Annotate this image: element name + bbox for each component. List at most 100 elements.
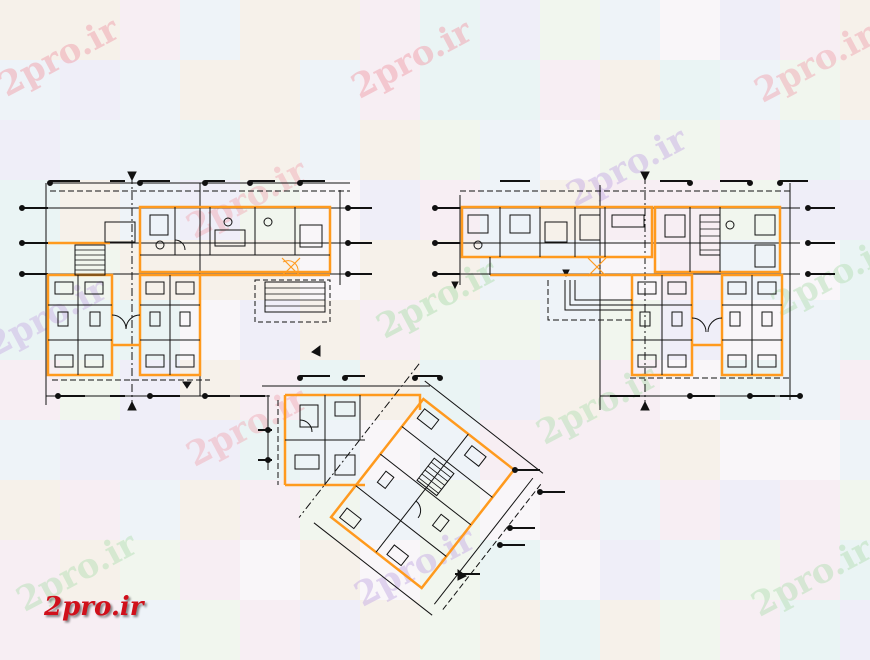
floor-plan-angled <box>258 345 565 616</box>
background-tile <box>720 120 780 180</box>
background-tile <box>120 420 180 480</box>
background-tile <box>840 420 870 480</box>
background-tile <box>360 600 420 660</box>
background-tile <box>0 480 60 540</box>
background-tile <box>300 0 360 60</box>
background-tile <box>600 420 660 480</box>
background-tile <box>240 0 300 60</box>
background-tile <box>60 600 120 660</box>
background-tile <box>120 0 180 60</box>
brand-logo-text: 2pro.ir <box>44 592 144 622</box>
background-tile <box>660 600 720 660</box>
background-tile <box>180 60 240 120</box>
background-tile <box>300 360 360 420</box>
background-tile <box>720 600 780 660</box>
background-tile <box>0 240 60 300</box>
background-tile <box>60 120 120 180</box>
background-tile <box>600 240 660 300</box>
background-tile <box>360 60 420 120</box>
background-tile <box>240 240 300 300</box>
background-tile <box>240 60 300 120</box>
background-tile <box>120 600 180 660</box>
background-tile <box>660 120 720 180</box>
background-tile <box>0 60 60 120</box>
background-tile <box>360 420 420 480</box>
background-tile <box>180 540 240 600</box>
background-tile <box>300 60 360 120</box>
background-tile <box>180 120 240 180</box>
background-tile <box>540 180 600 240</box>
background-tile <box>540 0 600 60</box>
background-tile <box>540 540 600 600</box>
background-tile <box>360 180 420 240</box>
background-tile <box>0 420 60 480</box>
background-tile <box>600 480 660 540</box>
background-tile <box>360 300 420 360</box>
background-tile <box>420 120 480 180</box>
background-tile <box>840 360 870 420</box>
background-tile <box>660 420 720 480</box>
background-tile <box>540 360 600 420</box>
background-tile <box>480 0 540 60</box>
background-tile <box>60 540 120 600</box>
background-tile <box>600 180 660 240</box>
background-tile <box>780 480 840 540</box>
background-tile <box>0 300 60 360</box>
background-tile <box>660 300 720 360</box>
background-tile <box>180 300 240 360</box>
background-tile <box>720 240 780 300</box>
background-tile <box>780 0 840 60</box>
background-tile <box>240 180 300 240</box>
background-tile <box>240 120 300 180</box>
background-tile <box>360 120 420 180</box>
background-tile <box>840 120 870 180</box>
background-tile <box>300 600 360 660</box>
background-tile <box>720 360 780 420</box>
background-tile <box>840 540 870 600</box>
background-tile <box>660 60 720 120</box>
background-tile <box>660 480 720 540</box>
background-tile <box>60 0 120 60</box>
background-tile <box>60 60 120 120</box>
background-tile <box>0 120 60 180</box>
background-tile <box>540 60 600 120</box>
background-tile <box>840 600 870 660</box>
background-tile <box>0 0 60 60</box>
background-tile <box>180 420 240 480</box>
background-tile <box>660 360 720 420</box>
background-tile <box>600 600 660 660</box>
background-tile <box>480 600 540 660</box>
floor-plan-left <box>19 171 372 411</box>
background-tile <box>840 300 870 360</box>
background-tile <box>0 180 60 240</box>
background-tile <box>780 60 840 120</box>
background-tile <box>540 480 600 540</box>
background-tile <box>720 180 780 240</box>
background-tile <box>60 180 120 240</box>
background-tile <box>240 600 300 660</box>
background-tile <box>420 180 480 240</box>
background-tile <box>360 360 420 420</box>
background-tile <box>720 420 780 480</box>
background-tile <box>840 0 870 60</box>
background-tile <box>300 120 360 180</box>
background-tile <box>120 480 180 540</box>
background-tile <box>420 0 480 60</box>
background-tile <box>60 360 120 420</box>
background-tile <box>60 480 120 540</box>
background-tile <box>240 480 300 540</box>
background-tile <box>720 0 780 60</box>
background-tile <box>600 360 660 420</box>
background-tile <box>420 300 480 360</box>
background-tile <box>120 540 180 600</box>
background-tile <box>420 360 480 420</box>
background-tile <box>240 540 300 600</box>
background-tile <box>540 600 600 660</box>
background-tile <box>840 480 870 540</box>
background-tile <box>300 420 360 480</box>
background-tile <box>840 180 870 240</box>
background-tile <box>360 0 420 60</box>
background-tile <box>0 600 60 660</box>
background-tile <box>360 480 420 540</box>
background-tile <box>480 120 540 180</box>
